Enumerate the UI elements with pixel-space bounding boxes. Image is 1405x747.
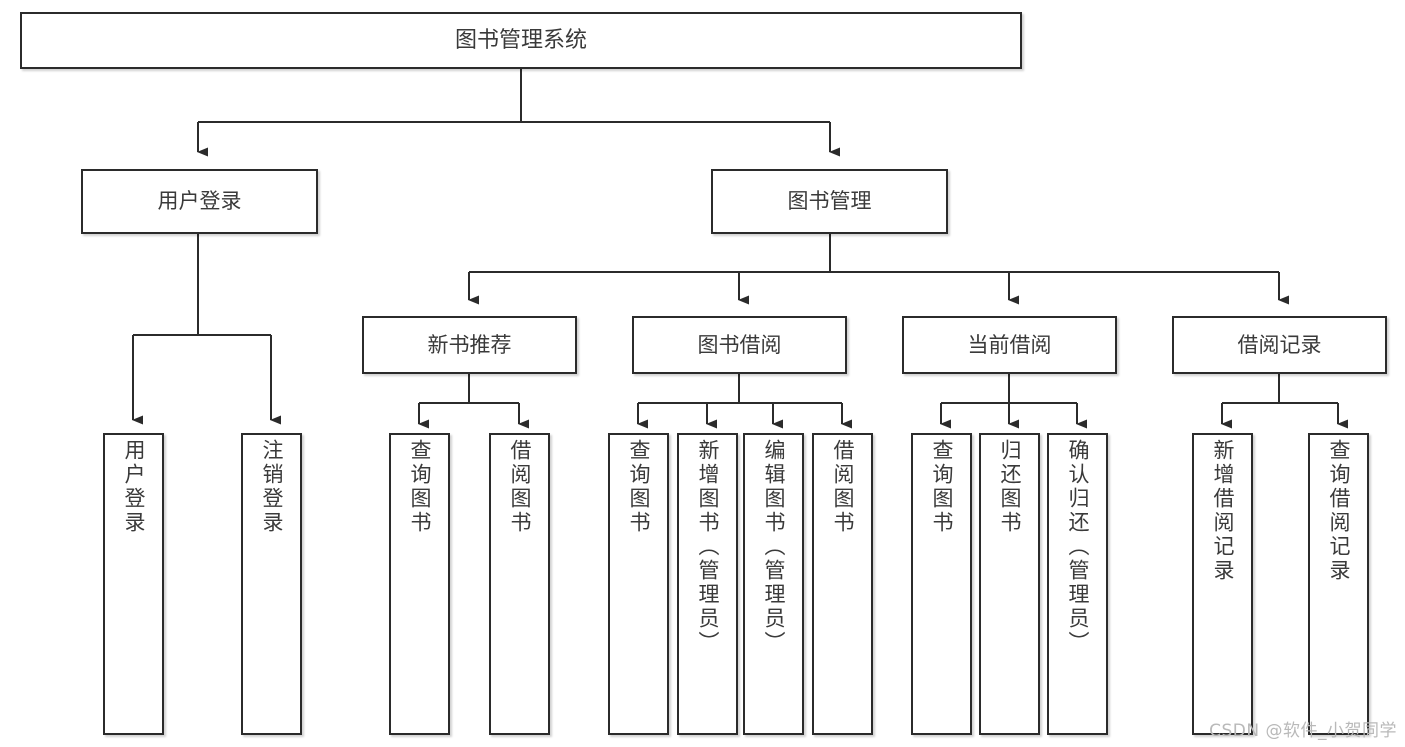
node-label: 图书管理系统 xyxy=(454,27,587,53)
node-label: 查询借阅记录 xyxy=(1327,439,1351,583)
node-current-borrow[interactable]: 当前借阅 xyxy=(902,316,1117,374)
leaf-borrow-query-book[interactable]: 查询图书 xyxy=(608,433,669,735)
node-label: 新书推荐 xyxy=(427,332,512,357)
node-book-borrow[interactable]: 图书借阅 xyxy=(632,316,847,374)
leaf-borrow-edit-book-admin[interactable]: 编辑图书（管理员） xyxy=(743,433,804,735)
node-borrow-record[interactable]: 借阅记录 xyxy=(1172,316,1387,374)
node-label: 图书借阅 xyxy=(697,332,782,357)
leaf-current-query-book[interactable]: 查询图书 xyxy=(911,433,972,735)
node-label: 借阅记录 xyxy=(1237,332,1322,357)
node-label: 当前借阅 xyxy=(967,332,1052,357)
node-label: 查询图书 xyxy=(408,439,432,535)
node-user-login[interactable]: 用户登录 xyxy=(81,169,318,234)
node-label: 图书管理 xyxy=(787,189,872,214)
node-label: 注销登录 xyxy=(260,439,284,535)
node-root-book-management-system[interactable]: 图书管理系统 xyxy=(20,12,1022,69)
leaf-borrow-borrow-book[interactable]: 借阅图书 xyxy=(812,433,873,735)
node-label: 借阅图书 xyxy=(831,439,855,535)
leaf-borrow-add-book-admin[interactable]: 新增图书（管理员） xyxy=(677,433,738,735)
leaf-current-confirm-return-admin[interactable]: 确认归还（管理员） xyxy=(1047,433,1108,735)
watermark: CSDN @软件_小贺同学 xyxy=(1209,721,1397,741)
node-label: 确认归还（管理员） xyxy=(1066,439,1090,655)
node-label: 查询图书 xyxy=(627,439,651,535)
node-label: 编辑图书（管理员） xyxy=(762,439,786,655)
leaf-logout[interactable]: 注销登录 xyxy=(241,433,302,735)
node-label: 借阅图书 xyxy=(508,439,532,535)
node-label: 新增图书（管理员） xyxy=(696,439,720,655)
leaf-recommend-query-book[interactable]: 查询图书 xyxy=(389,433,450,735)
leaf-record-add-borrow-record[interactable]: 新增借阅记录 xyxy=(1192,433,1253,735)
node-label: 新增借阅记录 xyxy=(1211,439,1235,583)
node-label: 归还图书 xyxy=(998,439,1022,535)
node-label: 查询图书 xyxy=(930,439,954,535)
leaf-user-login[interactable]: 用户登录 xyxy=(103,433,164,735)
leaf-recommend-borrow-book[interactable]: 借阅图书 xyxy=(489,433,550,735)
leaf-record-query-borrow-record[interactable]: 查询借阅记录 xyxy=(1308,433,1369,735)
node-book-management[interactable]: 图书管理 xyxy=(711,169,948,234)
leaf-current-return-book[interactable]: 归还图书 xyxy=(979,433,1040,735)
node-label: 用户登录 xyxy=(122,439,146,535)
node-new-book-recommend[interactable]: 新书推荐 xyxy=(362,316,577,374)
node-label: 用户登录 xyxy=(157,189,242,214)
